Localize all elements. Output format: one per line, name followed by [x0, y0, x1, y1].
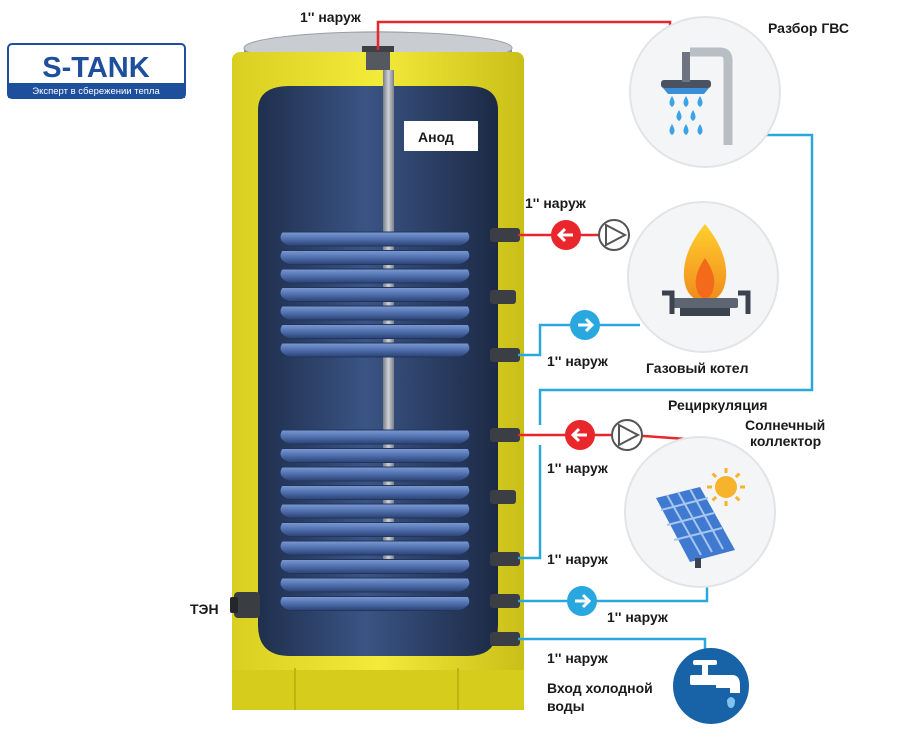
- label-lower-coil-outlet: 1'' наруж: [547, 551, 609, 567]
- sun-ray: [711, 472, 718, 479]
- logo-brand-text: S-TANK: [42, 52, 149, 84]
- coil-turn: [279, 485, 471, 500]
- coil-turn: [279, 559, 471, 574]
- label-boiler-outlet: 1'' наруж: [525, 195, 587, 211]
- coil-turn: [279, 577, 471, 593]
- tank-connections: [490, 228, 520, 646]
- pump-icon: [618, 423, 641, 447]
- coil-turn: [279, 287, 471, 302]
- cold-water-inlet-device: [673, 648, 749, 724]
- water-drop: [683, 96, 689, 107]
- coil-turn: [279, 305, 471, 321]
- hot-water-outlet: [629, 16, 781, 168]
- label-gas-boiler: Газовый котел: [646, 360, 749, 376]
- pump-1: [598, 219, 630, 251]
- coil-turn: [279, 448, 471, 463]
- coil-turn: [279, 503, 471, 519]
- lower-heat-exchanger-coil: [279, 429, 471, 611]
- arrow-right-icon: [575, 593, 592, 609]
- pump-icon: [605, 223, 628, 247]
- label-solar-collector-2: коллектор: [750, 433, 821, 449]
- coil-turn: [279, 324, 471, 339]
- label-solar-return: 1'' наруж: [607, 609, 669, 625]
- water-drop: [683, 124, 689, 135]
- label-cold-inlet-1: Вход холодной: [547, 680, 653, 696]
- coil-turn: [279, 466, 471, 482]
- brand-logo: S-TANK Эксперт в сбережении тепла: [7, 43, 186, 99]
- cold-flow-marker-1: [570, 310, 600, 340]
- pump-2: [611, 419, 643, 451]
- label-cold-inlet-connection: 1'' наруж: [547, 650, 609, 666]
- upper-heat-exchanger-coil: [279, 231, 471, 358]
- arrow-right-icon: [578, 317, 595, 333]
- hot-flow-marker-2: [565, 420, 595, 450]
- gas-boiler-device: [627, 201, 779, 353]
- label-boiler-return: 1'' наруж: [547, 353, 609, 369]
- sun-ray: [734, 472, 741, 479]
- gas-flame-icon: [662, 224, 751, 316]
- heating-element: [230, 592, 260, 618]
- water-drop: [669, 96, 675, 107]
- label-cold-inlet-2: воды: [547, 698, 585, 714]
- coil-turn: [279, 540, 471, 556]
- label-heater: ТЭН: [190, 601, 219, 617]
- water-drop: [669, 124, 675, 135]
- label-recirculation: Рециркуляция: [668, 397, 768, 413]
- water-drop: [676, 110, 682, 121]
- arrow-left-icon: [570, 427, 587, 443]
- solar-collector-device: [624, 436, 776, 588]
- water-drop: [697, 96, 703, 107]
- sun-ray: [734, 495, 741, 502]
- hot-flow-marker-1: [551, 220, 581, 250]
- water-tap-icon: [690, 660, 740, 708]
- water-drop: [697, 124, 703, 135]
- coil-turn: [279, 268, 471, 284]
- label-solar-outlet: 1'' наруж: [547, 460, 609, 476]
- water-drop: [690, 110, 696, 121]
- shower-icon: [661, 47, 733, 145]
- coil-turn: [279, 522, 471, 537]
- coil-turn: [279, 429, 471, 445]
- label-top-outlet: 1'' наруж: [300, 9, 362, 25]
- label-solar-collector-1: Солнечный: [745, 417, 825, 433]
- label-hot-water: Разбор ГВС: [768, 20, 849, 36]
- coil-turn: [279, 596, 471, 611]
- solar-panel-icon: [656, 468, 745, 568]
- coil-turn: [279, 250, 471, 265]
- coil-turn: [279, 231, 471, 247]
- label-anode: Анод: [418, 129, 454, 145]
- water-drops: [669, 96, 703, 135]
- arrow-left-icon: [556, 227, 573, 243]
- logo-tagline: Эксперт в сбережении тепла: [32, 86, 160, 97]
- sun-ray: [711, 495, 718, 502]
- coil-turn: [279, 342, 471, 358]
- cold-flow-marker-2: [567, 586, 597, 616]
